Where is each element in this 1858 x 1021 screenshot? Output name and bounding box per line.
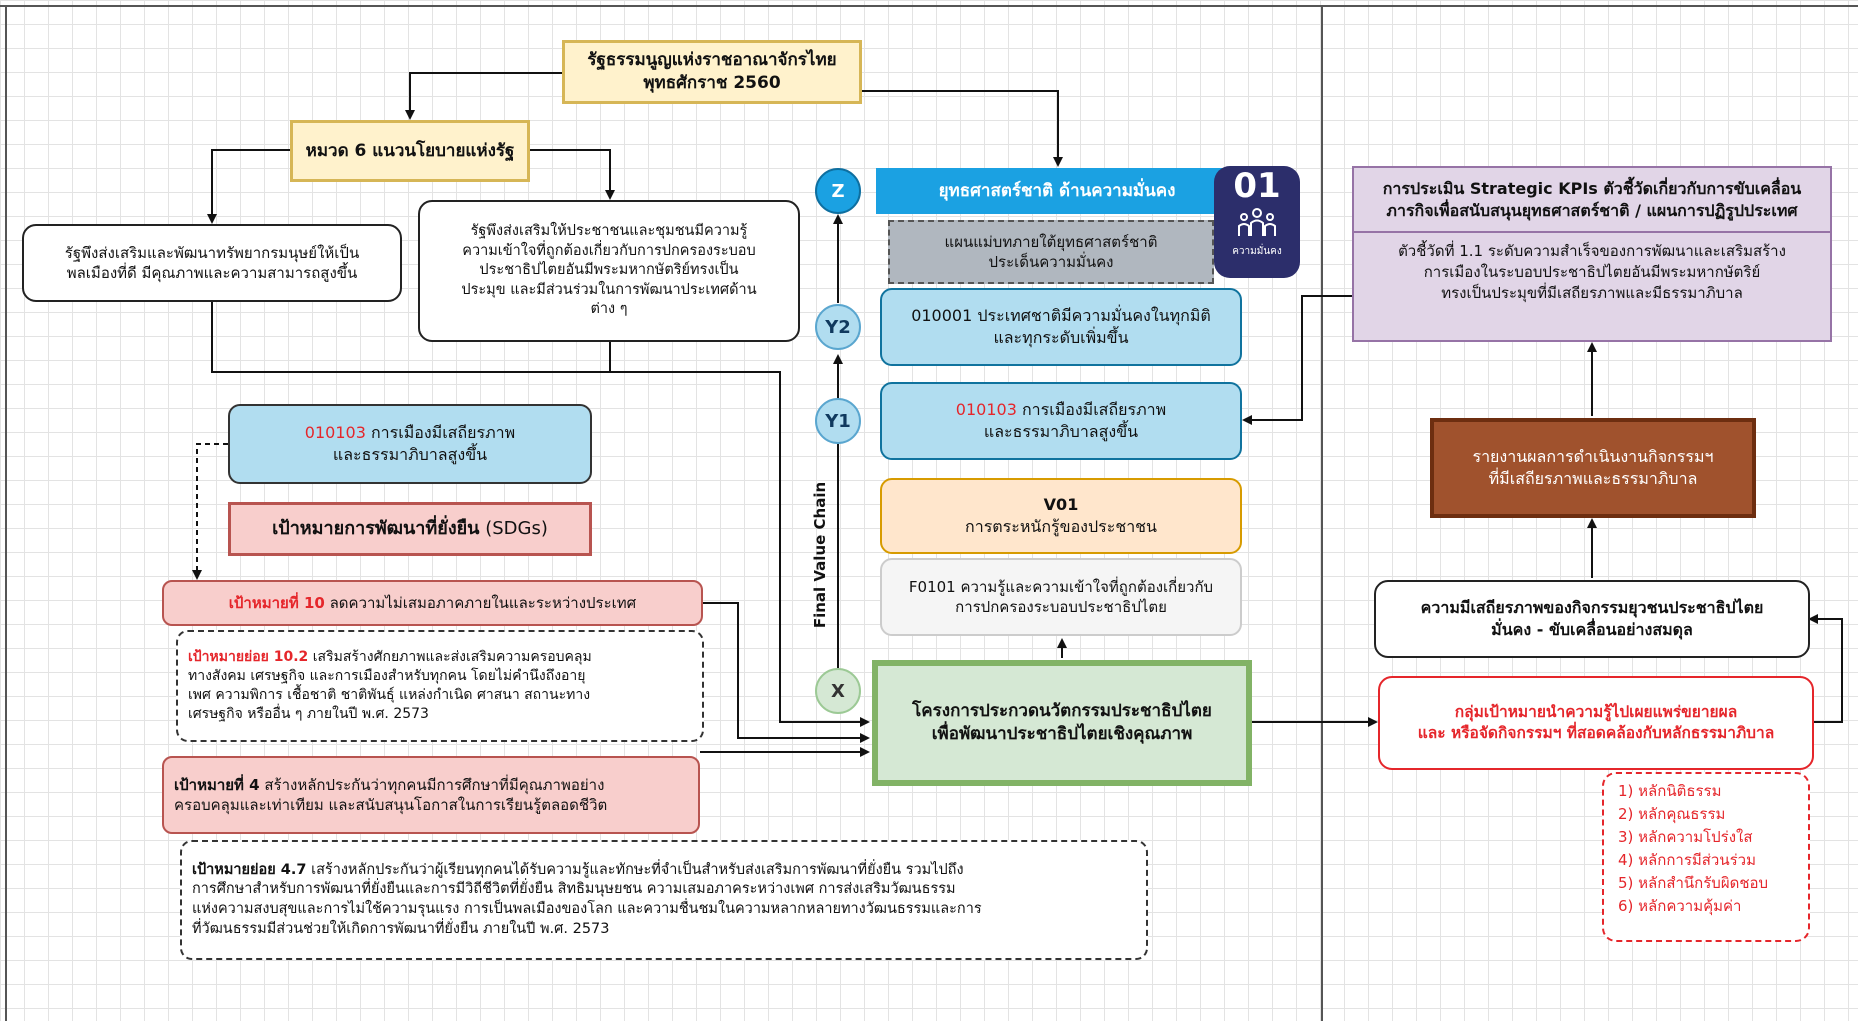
kpi-body1: ตัวชี้วัดที่ 1.1 ระดับความสำเร็จของการพั…	[1398, 241, 1786, 260]
stability-line1: ความมีเสถียรภาพของกิจกรรมยุวชนประชาธิปไต…	[1420, 598, 1764, 618]
stability-line2: มั่นคง - ขับเคลื่อนอย่างสมดุล	[1491, 620, 1693, 639]
report-box: รายงานผลการดำเนินงานกิจกรรมฯ ที่มีเสถียร…	[1430, 418, 1756, 518]
y2-box: 010001 ประเทศชาติมีความมั่นคงในทุกมิติ แ…	[880, 288, 1242, 366]
kpi-body2: การเมืองในระบอบประชาธิปไตยอันมีพระมหากษั…	[1423, 262, 1761, 281]
badge-number: 01	[1233, 166, 1281, 206]
policy-right-line5: ต่าง ๆ	[590, 301, 628, 318]
y1-line2: และธรรมาภิบาลสูงขึ้น	[983, 422, 1139, 441]
goal4-7-box: เป้าหมายย่อย 4.7 เสร้างหลักประกันว่าผู้เ…	[180, 840, 1148, 960]
v01-text: การตระหนักรู้ของประชาชน	[965, 517, 1157, 536]
principle-item: 2) หลักคุณธรรม	[1618, 805, 1726, 823]
f0101-line1: F0101 ความรู้และความเข้าใจที่ถูกต้องเกี่…	[908, 577, 1214, 596]
y2-line1: 010001 ประเทศชาติมีความมั่นคงในทุกมิติ	[911, 306, 1211, 326]
goal10-2-label: เป้าหมายย่อย 10.2	[188, 649, 309, 666]
policy-right-line2: ความเข้าใจที่ถูกต้องเกี่ยวกับการปกครองระ…	[462, 242, 756, 259]
y1-code: 010103	[955, 400, 1017, 420]
sdgs-rest: (SDGs)	[479, 517, 548, 539]
goal10-box: เป้าหมายที่ 10 ลดความไม่เสมอภาคภายในและร…	[162, 580, 703, 626]
project-box: โครงการประกวดนวัตกรรมประชาธิปไตย เพื่อพั…	[872, 660, 1252, 786]
goal10-2-text1: เสริมสร้างศักยภาพและส่งเสริมความครอบคลุม	[308, 649, 592, 666]
principles-box: 1) หลักนิติธรรม 2) หลักคุณธรรม 3) หลักคว…	[1602, 772, 1810, 942]
sdgs-box: เป้าหมายการพัฒนาที่ยั่งยืน (SDGs)	[228, 502, 592, 556]
goal10-2-line3: เพศ ความพิการ เชื้อชาติ ชาติพันธุ์ แหล่ง…	[188, 687, 591, 703]
chain-y2-circle: Y2	[815, 304, 861, 350]
policy-left-line1: รัฐพึงส่งเสริมและพัฒนาทรัพยากรมนุษย์ให้เ…	[64, 243, 360, 262]
goal4-7-line2: การศึกษาสำหรับการพัฒนาที่ยั่งยืนและการมี…	[192, 881, 956, 898]
kpi-title: การประเมิน Strategic KPIs ตัวชี้วัดเกี่ย…	[1354, 168, 1830, 233]
constitution-line2: พุทธศักราช 2560	[643, 73, 781, 93]
kpi-title2: ภารกิจเพื่อสนับสนุนยุทธศาสตร์ชาติ / แผนก…	[1386, 201, 1798, 221]
goal4-7-line4: ที่วัฒนธรรมมีส่วนช่วยให้เกิดการพัฒนาที่ย…	[192, 920, 610, 937]
principle-item: 4) หลักการมีส่วนร่วม	[1618, 851, 1756, 869]
y1-box: 010103 การเมืองมีเสถียรภาพ และธรรมาภิบาล…	[880, 382, 1242, 460]
badge-text: ความมั่นคง	[1232, 246, 1282, 257]
stability-box: ความมีเสถียรภาพของกิจกรรมยุวชนประชาธิปไต…	[1374, 580, 1810, 658]
target-group-box: กลุ่มเป้าหมายนำความรู้ไปเผยแพร่ขยายผล แล…	[1378, 676, 1814, 770]
goal4-7-label: เป้าหมายย่อย 4.7	[192, 861, 307, 878]
goal10-label: เป้าหมายที่ 10	[228, 593, 325, 612]
final-value-chain-label: Final Value Chain	[811, 481, 829, 629]
goal-010103-code: 010103	[304, 423, 366, 443]
policy-left-line2: พลเมืองที่ดี มีคุณภาพและความสามารถสูงขึ้…	[66, 264, 358, 282]
goal4-line2: ครอบคลุมและเท่าเทียม และสนับสนุนโอกาสในก…	[174, 796, 608, 814]
strategy-box: ยุทธศาสตร์ชาติ ด้านความมั่นคง	[876, 168, 1238, 214]
kpi-title1: การประเมิน Strategic KPIs ตัวชี้วัดเกี่ย…	[1382, 179, 1802, 198]
kpi-body3: ทรงเป็นประมุขที่มีเสถียรภาพและมีธรรมาภิบ…	[1441, 283, 1743, 302]
y1-line1: การเมืองมีเสถียรภาพ	[1016, 400, 1167, 420]
goal-010103-box: 010103 การเมืองมีเสถียรภาพ และธรรมาภิบาล…	[228, 404, 592, 484]
strategy-title: ยุทธศาสตร์ชาติ ด้านความมั่นคง	[938, 180, 1176, 201]
policy-right-line3: ประชาธิปไตยอันมีพระมหากษัตริย์ทรงเป็น	[479, 262, 739, 279]
report-line1: รายงานผลการดำเนินงานกิจกรรมฯ	[1472, 447, 1714, 467]
policy-right-line4: ประมุข และมีส่วนร่วมในการพัฒนาประเทศด้าน	[461, 281, 757, 298]
goal4-box: เป้าหมายที่ 4 สร้างหลักประกันว่าทุกคนมีก…	[162, 756, 700, 834]
kpi-box: การประเมิน Strategic KPIs ตัวชี้วัดเกี่ย…	[1352, 166, 1832, 342]
target-group-line1: กลุ่มเป้าหมายนำความรู้ไปเผยแพร่ขยายผล	[1454, 703, 1738, 722]
goal4-7-line3: แห่งความสงบสุขและการไม่ใช้ความรุนแรง การ…	[192, 901, 982, 917]
goal-010103-line1: การเมืองมีเสถียรภาพ	[365, 423, 516, 443]
masterplan-box: แผนแม่บทภายใต้ยุทธศาสตร์ชาติ ประเด็นความ…	[888, 220, 1214, 284]
masterplan-line2: ประเด็นความมั่นคง	[988, 253, 1114, 271]
constitution-line1: รัฐธรรมนูญแห่งราชอาณาจักรไทย	[587, 50, 837, 71]
target-group-line2: และ หรือจัดกิจกรรมฯ ที่สอดคล้องกับหลักธร…	[1417, 724, 1775, 742]
project-line1: โครงการประกวดนวัตกรรมประชาธิปไตย	[912, 701, 1212, 722]
principle-item: 1) หลักนิติธรรม	[1618, 782, 1722, 800]
policy-right-line1: รัฐพึงส่งเสริมให้ประชาชนและชุมชนมีความรู…	[470, 223, 748, 240]
kpi-body: ตัวชี้วัดที่ 1.1 ระดับความสำเร็จของการพั…	[1354, 233, 1830, 312]
policy-right-box: รัฐพึงส่งเสริมให้ประชาชนและชุมชนมีความรู…	[418, 200, 800, 342]
constitution-box: รัฐธรรมนูญแห่งราชอาณาจักรไทย พุทธศักราช …	[562, 40, 862, 104]
goal10-2-box: เป้าหมายย่อย 10.2 เสริมสร้างศักยภาพและส่…	[176, 630, 704, 742]
goal10-2-line2: ทางสังคม เศรษฐกิจ และการเมืองสำหรับทุกคน…	[188, 668, 586, 685]
f0101-line2: การปกครองระบอบประชาธิปไตย	[955, 598, 1167, 616]
security-badge: 01 ความมั่นคง	[1214, 166, 1300, 278]
policy-left-box: รัฐพึงส่งเสริมและพัฒนาทรัพยากรมนุษย์ให้เ…	[22, 224, 402, 302]
v01-box: V01 การตระหนักรู้ของประชาชน	[880, 478, 1242, 554]
chain-x-circle: X	[815, 668, 861, 714]
masterplan-line1: แผนแม่บทภายใต้ยุทธศาสตร์ชาติ	[944, 232, 1158, 251]
people-icon	[1238, 208, 1276, 236]
f0101-box: F0101 ความรู้และความเข้าใจที่ถูกต้องเกี่…	[880, 558, 1242, 636]
chapter6-label: หมวด 6 แนวนโยบายแห่งรัฐ	[305, 140, 515, 161]
goal4-label: เป้าหมายที่ 4	[174, 775, 260, 794]
goal4-7-text1: เสร้างหลักประกันว่าผู้เรียนทุกคนได้รับคว…	[306, 861, 964, 878]
goal10-text: ลดความไม่เสมอภาคภายในและระหว่างประเทศ	[324, 593, 637, 612]
project-line2: เพื่อพัฒนาประชาธิปไตยเชิงคุณภาพ	[931, 724, 1193, 744]
chain-z-circle: Z	[815, 168, 861, 214]
chain-y1-circle: Y1	[815, 398, 861, 444]
sdgs-bold: เป้าหมายการพัฒนาที่ยั่งยืน	[272, 517, 480, 539]
goal-010103-line2: และธรรมาภิบาลสูงขึ้น	[332, 445, 488, 464]
report-line2: ที่มีเสถียรภาพและธรรมาภิบาล	[1488, 469, 1698, 488]
principle-item: 5) หลักสำนึกรับผิดชอบ	[1618, 874, 1769, 892]
y2-line2: และทุกระดับเพิ่มขึ้น	[993, 328, 1129, 347]
goal4-text1: สร้างหลักประกันว่าทุกคนมีการศึกษาที่มีคุ…	[259, 775, 605, 794]
chapter6-box: หมวด 6 แนวนโยบายแห่งรัฐ	[290, 120, 530, 182]
principle-item: 3) หลักความโปร่งใส	[1618, 828, 1753, 846]
v01-code: V01	[1043, 495, 1079, 515]
goal10-2-line4: เศรษฐกิจ หรืออื่น ๆ ภายในปี พ.ศ. 2573	[188, 705, 429, 722]
principle-item: 6) หลักความคุ้มค่า	[1618, 897, 1742, 915]
